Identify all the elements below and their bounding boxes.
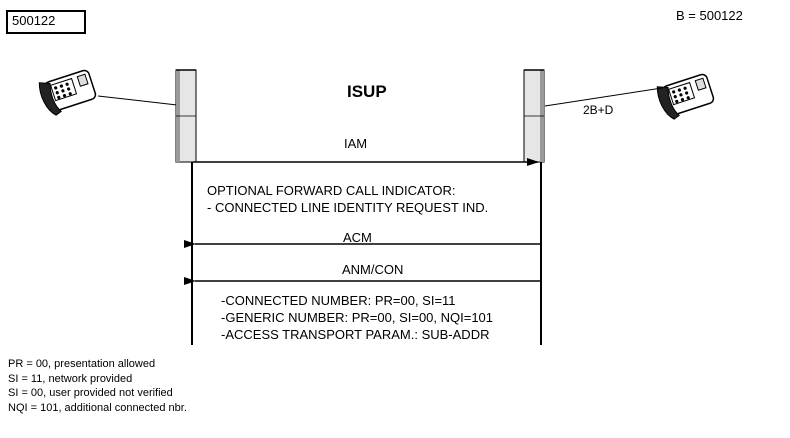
answer-param-line: -GENERIC NUMBER: PR=00, SI=00, NQI=101 <box>221 310 494 325</box>
left-exchange <box>175 69 197 163</box>
right-exchange <box>523 69 545 163</box>
right-telephone-icon <box>656 73 715 120</box>
access-label: 2B+D <box>583 103 614 117</box>
legend: PR = 00, presentation allowed SI = 11, n… <box>8 357 187 415</box>
subscriber-number-label: 500122 <box>12 13 56 28</box>
answer-param-line: -ACCESS TRANSPORT PARAM.: SUB-ADDR <box>221 327 490 342</box>
acm-label: ACM <box>343 230 372 245</box>
forward-call-indicator: OPTIONAL FORWARD CALL INDICATOR: - CONNE… <box>207 182 488 216</box>
anm-label: ANM/CON <box>342 262 404 277</box>
legend-line: SI = 11, network provided <box>8 372 133 385</box>
answer-param-line: -CONNECTED NUMBER: PR=00, SI=11 <box>221 293 456 308</box>
answer-parameters: -CONNECTED NUMBER: PR=00, SI=11 -GENERIC… <box>221 292 493 343</box>
legend-line: NQI = 101, additional connected nbr. <box>8 401 187 414</box>
subscriber-number-box <box>6 10 86 34</box>
legend-line: PR = 00, presentation allowed <box>8 358 156 370</box>
left-subscriber-line <box>97 95 178 106</box>
b-number-label: B = 500122 <box>676 8 743 23</box>
legend-line: SI = 00, user provided not verified <box>8 387 173 399</box>
right-subscriber-line <box>544 87 663 107</box>
protocol-title: ISUP <box>347 82 387 101</box>
left-telephone-icon <box>38 69 97 116</box>
forward-indicator-line: OPTIONAL FORWARD CALL INDICATOR: <box>207 183 456 198</box>
forward-indicator-line: - CONNECTED LINE IDENTITY REQUEST IND. <box>207 200 489 215</box>
iam-label: IAM <box>344 136 368 151</box>
